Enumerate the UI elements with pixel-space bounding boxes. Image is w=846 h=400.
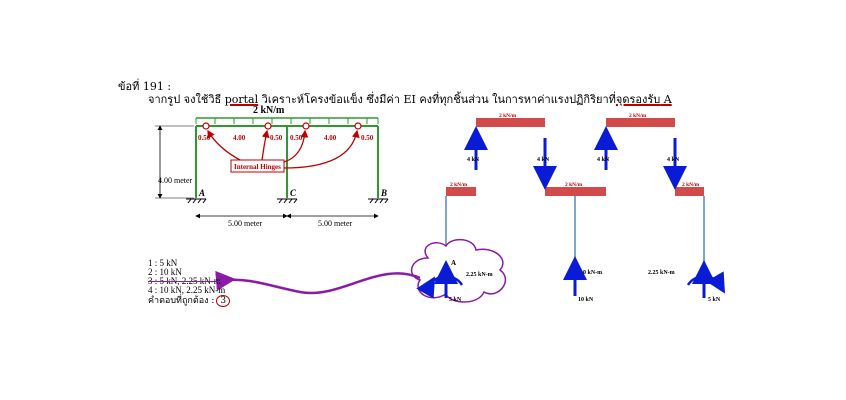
hinge-label: Internal Hinges bbox=[234, 163, 281, 171]
question-text-point: A bbox=[660, 93, 672, 106]
beam-lower-c bbox=[545, 187, 606, 196]
support-label-a: A bbox=[198, 188, 205, 198]
span-label-2: 5.00 meter bbox=[318, 219, 353, 228]
moment-c-label: 0 kN-m bbox=[583, 270, 602, 276]
beam-load-label: 2 kN/m bbox=[499, 113, 517, 119]
reaction-c-label: 10 kN bbox=[578, 297, 594, 303]
correct-answer: คำตอบที่ถูกต้อง :3 bbox=[148, 293, 231, 307]
reaction-a-label: 5 kN bbox=[449, 297, 462, 303]
hinge-icon bbox=[354, 122, 362, 130]
beam-load-label: 2 kN/m bbox=[450, 182, 468, 188]
beam-load-label: 2 kN/m bbox=[565, 182, 583, 188]
moment-a-label: 2.25 kN-m bbox=[466, 272, 493, 278]
segment-label: 0.50 bbox=[198, 134, 211, 142]
shear-label: 4 kN bbox=[467, 157, 480, 163]
fbd-beams bbox=[446, 118, 704, 196]
hinge-leaders bbox=[207, 129, 360, 169]
segment-label: 0.50 bbox=[361, 134, 374, 142]
question-text-part: จากรูป จงใช้วิธี bbox=[148, 93, 225, 106]
segment-label: 0.50 bbox=[270, 134, 283, 142]
support-c-fixed bbox=[277, 198, 298, 204]
hinge-label-box bbox=[230, 159, 285, 173]
answer-choice-3[interactable]: 3 : 5 kN, 2.25 kN-m bbox=[148, 276, 221, 286]
question-text-support: จุดรองรับ bbox=[615, 93, 661, 106]
load-arrows bbox=[195, 118, 379, 124]
answer-choice-4[interactable]: 4 : 10 kN, 2.25 kN-m bbox=[148, 285, 226, 295]
portal-frame: 2 kN/m A C B bbox=[155, 105, 389, 228]
beam-lower-b bbox=[675, 187, 704, 196]
highlight-cloud bbox=[410, 238, 507, 303]
shear-label: 4 kN bbox=[537, 157, 550, 163]
fbd-point-a: A bbox=[451, 259, 456, 267]
hinge-icon bbox=[264, 122, 272, 130]
support-b-fixed bbox=[368, 198, 389, 204]
annotation-arrow bbox=[215, 270, 421, 295]
shear-arrows bbox=[464, 126, 687, 190]
answer-choice-1[interactable]: 1 : 5 kN bbox=[148, 258, 178, 268]
support-label-b: B bbox=[380, 188, 387, 198]
beam-load-label: 2 kN/m bbox=[682, 182, 700, 188]
span-label-1: 5.00 meter bbox=[228, 219, 263, 228]
question-text: จากรูป จงใช้วิธี portal วิเคราะห์โครงข้อ… bbox=[148, 94, 672, 105]
answer-choice-2[interactable]: 2 : 10 kN bbox=[148, 267, 182, 277]
support-label-c: C bbox=[290, 188, 297, 198]
beam-upper-right bbox=[606, 118, 675, 127]
question-text-part: วิเคราะห์โครงข้อแข็ง ซึ่งมีค่า EI คงที่ท… bbox=[258, 93, 616, 106]
load-label: 2 kN/m bbox=[253, 105, 285, 116]
beam-upper-left bbox=[476, 118, 545, 127]
correct-answer-value: 3 bbox=[216, 295, 231, 307]
hinge-icon bbox=[302, 122, 310, 130]
free-body-diagram: 2 kN/m 2 kN/m 2 kN/m 2 kN/m 2 kN/m 4 kN … bbox=[410, 113, 726, 303]
shear-label: 4 kN bbox=[597, 157, 610, 163]
question-number: ข้อที่ 191 : bbox=[118, 80, 172, 93]
beam-load-label: 2 kN/m bbox=[629, 113, 647, 119]
segment-label: 0.50 bbox=[290, 134, 303, 142]
moment-b-label: 2.25 kN-m bbox=[648, 270, 675, 276]
segment-label: 4.00 bbox=[233, 134, 246, 142]
segment-label: 4.00 bbox=[324, 134, 337, 142]
question-text-portal: portal bbox=[224, 93, 259, 106]
reaction-b-label: 5 kN bbox=[708, 297, 721, 303]
support-a-fixed bbox=[186, 198, 207, 204]
shear-label: 4 kN bbox=[667, 157, 680, 163]
correct-answer-label: คำตอบที่ถูกต้อง : bbox=[148, 296, 215, 306]
internal-hinges bbox=[202, 122, 362, 130]
height-label: 4.00 meter bbox=[158, 176, 193, 185]
hinge-icon bbox=[202, 122, 210, 130]
beam-lower-a bbox=[446, 187, 476, 196]
